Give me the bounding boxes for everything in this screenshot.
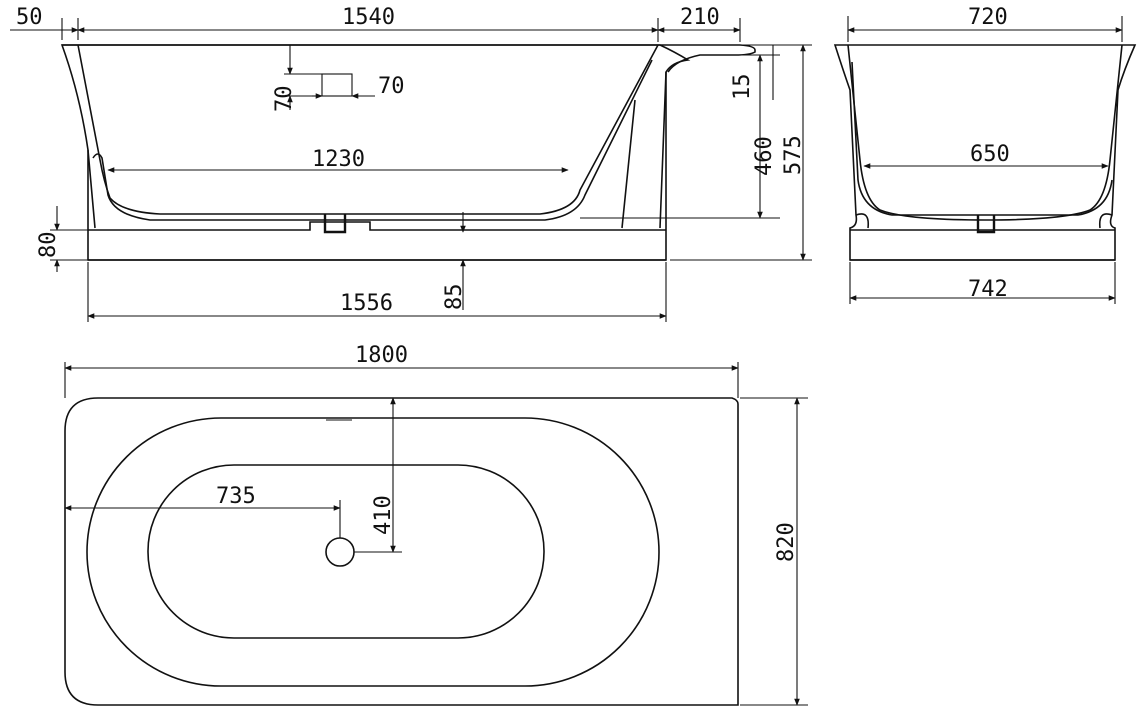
side-view-overflow — [321, 73, 353, 97]
dim-end-ledge: 210 — [680, 5, 720, 30]
top-view: 1800 735 410 820 — [64, 343, 808, 706]
dim-top-length: 1540 — [342, 5, 395, 30]
dim-base-length: 1556 — [340, 291, 393, 316]
end-view-drain — [976, 215, 996, 234]
side-view: 50 1540 210 15 460 575 70 70 — [10, 5, 812, 322]
side-view-outer-contour — [60, 44, 691, 261]
dim-total-height: 575 — [781, 135, 806, 175]
top-view-basin-floor — [147, 464, 545, 639]
side-view-drain — [323, 214, 347, 234]
end-view-legs — [855, 213, 1113, 229]
dim-drain-y: 410 — [371, 495, 396, 535]
dim-drain-x: 735 — [216, 484, 256, 509]
top-view-rim-inner — [86, 417, 660, 687]
dim-rim-thickness: 15 — [730, 74, 755, 101]
dim-overflow-width: 70 — [378, 74, 405, 99]
dim-inner-depth: 460 — [752, 136, 777, 176]
dim-bottom-width: 650 — [970, 142, 1010, 167]
top-view-drain — [325, 537, 355, 567]
side-view-inner-bowl — [77, 44, 659, 215]
dim-total-width: 820 — [774, 522, 799, 562]
dim-bottom-length: 1230 — [312, 147, 365, 172]
dim-plinth-height: 80 — [36, 232, 61, 259]
dim-drain-height: 85 — [442, 284, 467, 311]
side-view-rim — [62, 44, 756, 73]
side-view-tub-floor — [88, 221, 666, 231]
side-view-support-legs — [87, 71, 667, 229]
dim-base-width: 742 — [968, 277, 1008, 302]
dim-overflow-height: 70 — [272, 86, 297, 113]
dim-top-width: 720 — [968, 5, 1008, 30]
end-view: 720 650 742 — [833, 5, 1137, 304]
side-view-inner-bowl-2 — [92, 59, 653, 221]
dim-total-length: 1800 — [355, 343, 408, 368]
top-view-outer-contour — [64, 397, 739, 706]
end-view-inner-bowl — [847, 44, 1123, 221]
dim-rim-offset: 50 — [16, 5, 43, 30]
end-view-inner-bowl-2 — [851, 61, 1113, 216]
